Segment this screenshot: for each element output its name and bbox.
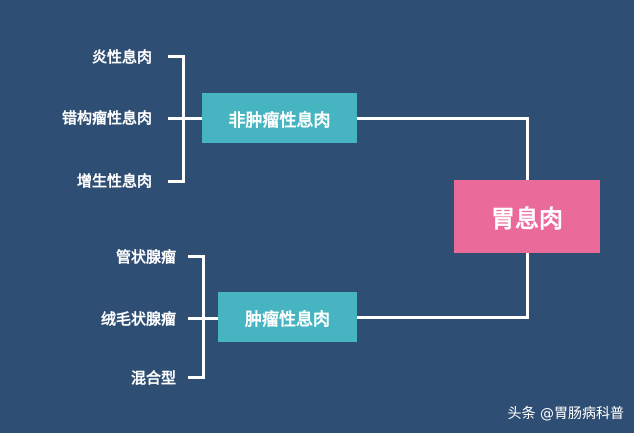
item-label: 混合型 xyxy=(130,369,176,387)
connector xyxy=(357,117,529,120)
item-label: 增生性息肉 xyxy=(76,172,152,190)
connector xyxy=(168,180,184,183)
connector xyxy=(357,316,529,319)
item-label: 错构瘤性息肉 xyxy=(61,109,152,127)
connector xyxy=(168,117,202,120)
root-box: 胃息肉 xyxy=(454,180,600,253)
connector xyxy=(526,253,529,319)
connector xyxy=(188,376,204,379)
connector xyxy=(168,55,184,58)
connector xyxy=(188,255,204,258)
bracket xyxy=(182,55,185,183)
item-label: 绒毛状腺瘤 xyxy=(100,310,176,328)
connector xyxy=(526,117,529,181)
item-label: 炎性息肉 xyxy=(91,48,152,66)
watermark: 头条 @胃肠病科普 xyxy=(507,406,624,422)
item-label: 管状腺瘤 xyxy=(115,248,176,266)
group-box-non-neoplastic: 非肿瘤性息肉 xyxy=(202,93,357,143)
group-box-neoplastic: 肿瘤性息肉 xyxy=(218,292,357,342)
bracket xyxy=(202,255,205,379)
